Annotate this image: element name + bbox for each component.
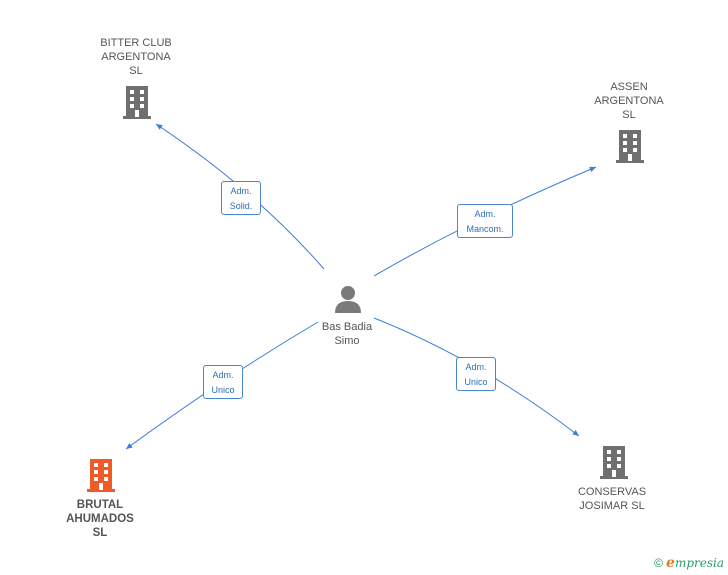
relation-label-conservas: Adm. Unico (456, 357, 496, 391)
company-name-conservas[interactable]: CONSERVAS JOSIMAR SL (577, 486, 647, 512)
relation-label-assen: Adm. Mancom. (457, 204, 513, 238)
relation-label-bitter: Adm. Solid. (221, 181, 261, 215)
building-icon (616, 130, 644, 163)
company-name-assen[interactable]: ASSEN ARGENTONA SL (594, 81, 664, 121)
footer-brand: © empresia (654, 555, 724, 571)
brand-logo: empresia (666, 555, 724, 571)
building-icon (87, 459, 115, 492)
person-name[interactable]: Bas Badia Simo (321, 321, 373, 347)
copyright-icon: © (654, 556, 664, 570)
company-name-brutal[interactable]: BRUTAL AHUMADOS SL (66, 499, 134, 539)
person-icon (335, 286, 361, 313)
company-name-bitter[interactable]: BITTER CLUB ARGENTONA SL (100, 37, 172, 77)
relation-label-brutal: Adm. Unico (203, 365, 243, 399)
building-icon (600, 446, 628, 479)
building-icon (123, 86, 151, 119)
